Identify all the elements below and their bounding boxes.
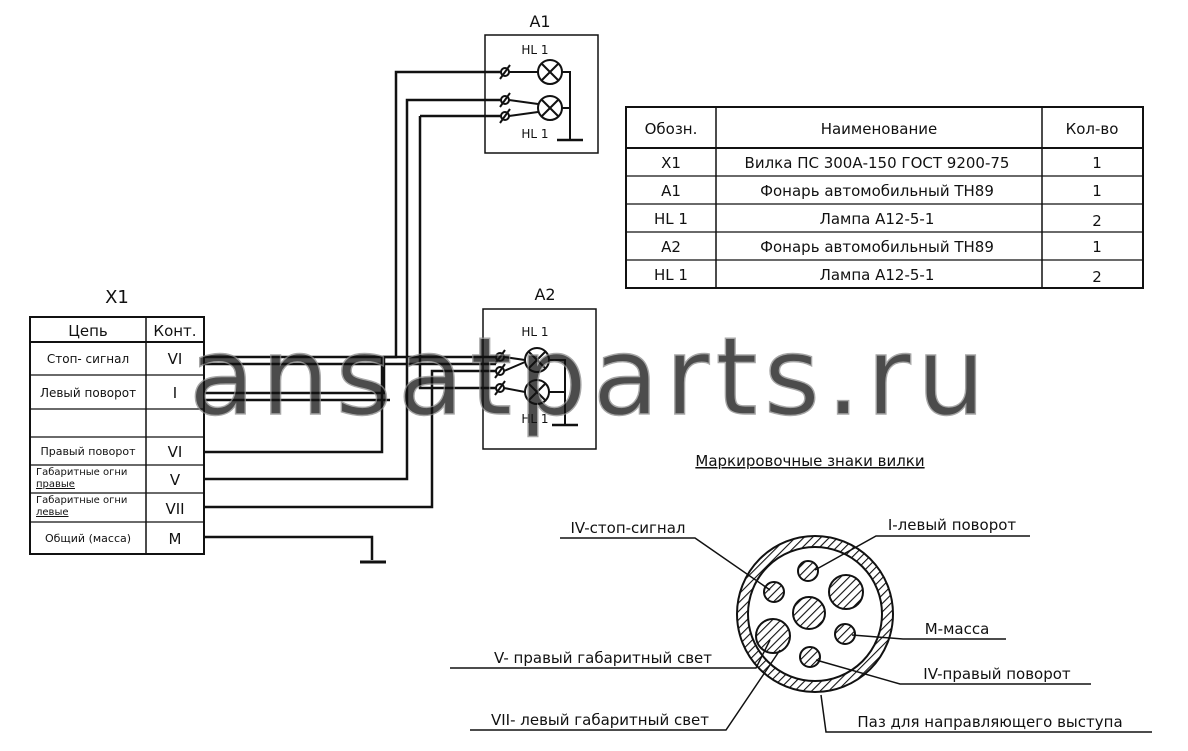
block-a1-lamp-label-top: HL 1: [521, 43, 548, 57]
watermark: ansatparts.ru: [189, 315, 991, 440]
block-a2-lamp-label-top: HL 1: [521, 325, 548, 339]
spec-header-name: Наименование: [821, 120, 938, 138]
leader-lines: [450, 535, 1152, 733]
connector-row-contact: VII: [165, 500, 184, 518]
connector-row-contact: I: [173, 384, 177, 402]
spec-cell: A1: [661, 182, 681, 200]
lamp-icon: [537, 59, 563, 85]
connector-row-circuit: Стоп- сигнал: [47, 352, 129, 366]
a2-internal-wires: [503, 356, 578, 427]
wire-ground: [205, 535, 374, 560]
wire-marker-left: [205, 369, 496, 509]
pin-left-marker-large: [828, 574, 864, 610]
pin-left-turn: [797, 560, 819, 582]
block-a1-frame: [484, 34, 599, 154]
spec-cell: 2: [1092, 212, 1102, 230]
terminal-icon: [499, 64, 511, 124]
connector-row-circuit: Правый поворот: [40, 445, 136, 458]
spec-cell: A2: [661, 238, 681, 256]
plug-label-left-turn: I-левый поворот: [888, 516, 1017, 534]
plug-label-key-slot: Паз для направляющего выступа: [857, 713, 1122, 731]
spec-cell: 1: [1092, 182, 1102, 200]
plug-label-mass: M-масса: [925, 620, 990, 638]
spec-table: Обозн. Наименование Кол-во X1 Вилка ПС 3…: [625, 106, 1144, 289]
block-a1-title: A1: [529, 12, 550, 31]
connector-row-contact: VI: [168, 350, 183, 368]
connector-frame: [29, 316, 205, 555]
spec-cell: 1: [1092, 154, 1102, 172]
block-a2-frame: [482, 308, 597, 450]
harness-wires: [205, 70, 501, 564]
spec-cell: HL 1: [654, 210, 688, 228]
pin-mass: [834, 623, 856, 645]
lamp-block-a1: A1 HL 1 HL 1: [484, 12, 599, 154]
block-a2-title: A2: [534, 285, 555, 304]
connector-row-circuit: Левый поворот: [40, 386, 136, 400]
connector-title: X1: [105, 287, 129, 308]
pin-stop-signal: [763, 581, 785, 603]
wire-left-turn: [205, 355, 496, 395]
lamp-icon: [537, 95, 563, 121]
plug-label-right-marker: V- правый габаритный свет: [494, 649, 712, 667]
pin-center: [792, 596, 826, 630]
spec-cell: Фонарь автомобильный ТН89: [760, 182, 994, 200]
plug-label-stop: IV-стоп-сигнал: [570, 519, 685, 537]
connector-row-contact: V: [170, 471, 181, 489]
spec-cell: Фонарь автомобильный ТН89: [760, 238, 994, 256]
spec-header-qty: Кол-во: [1066, 120, 1119, 138]
connector-row-contact: M: [169, 530, 182, 548]
plug-label-left-marker: VII- левый габаритный свет: [491, 711, 709, 729]
plug-label-right-turn: IV-правый поворот: [923, 665, 1071, 683]
connector-header-contact: Конт.: [153, 322, 196, 340]
plug-title: Маркировочные знаки вилки: [695, 452, 924, 470]
plug-diagram: Маркировочные знаки вилки IV-стоп-сигнал…: [450, 452, 1152, 733]
connector-x1: X1 Цепь Конт. Стоп- сигнал VI Левый пово…: [29, 287, 205, 555]
spec-cell: 2: [1092, 268, 1102, 286]
a1-internal-wires: [508, 71, 583, 142]
spec-cell: HL 1: [654, 266, 688, 284]
wire-marker-right: [205, 98, 501, 481]
spec-cell: Лампа А12-5-1: [820, 210, 935, 228]
pin-right-marker-large: [755, 618, 791, 654]
spec-cell: Вилка ПС 300А-150 ГОСТ 9200-75: [745, 154, 1010, 172]
spec-cell: Лампа А12-5-1: [820, 266, 935, 284]
connector-header-circuit: Цепь: [68, 322, 108, 340]
wire-right-turn: [205, 358, 384, 454]
block-a2-lamp-label-bottom: HL 1: [521, 412, 548, 426]
spec-header-designation: Обозн.: [645, 120, 698, 138]
connector-row-contact: VI: [168, 443, 183, 461]
spec-cell: 1: [1092, 238, 1102, 256]
pin-right-turn: [799, 646, 821, 668]
connector-row-circuit: Общий (масса): [45, 532, 131, 545]
spec-cell: X1: [661, 154, 681, 172]
block-a1-lamp-label-bottom: HL 1: [521, 127, 548, 141]
